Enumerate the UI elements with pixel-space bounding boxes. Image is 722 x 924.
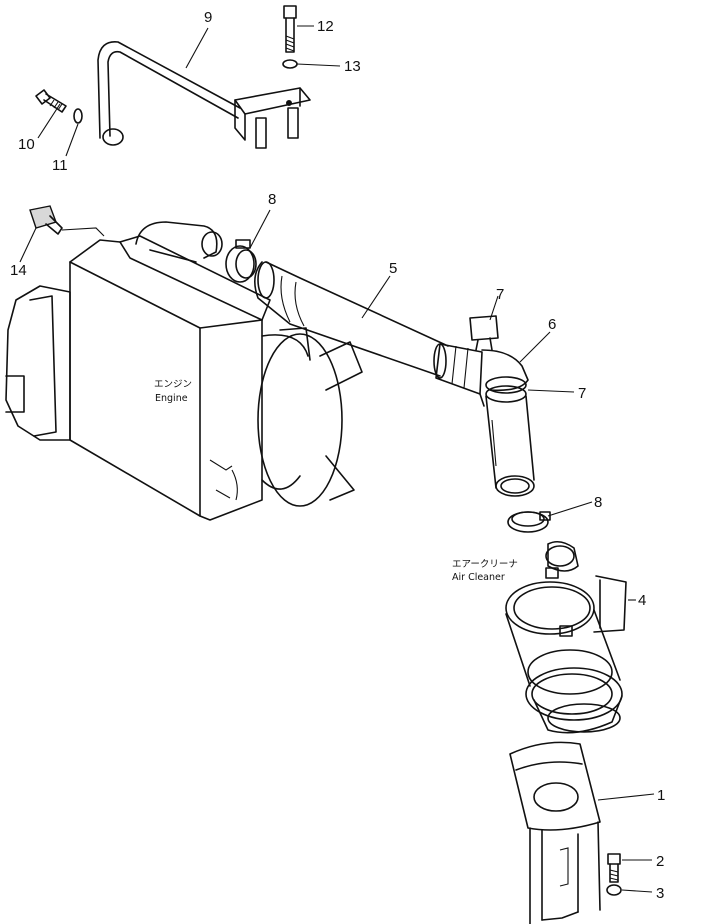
washer-small (73, 108, 83, 124)
air-cleaner-label-jp: エアークリーナ (452, 559, 518, 570)
callout-11: 11 (52, 157, 68, 174)
callout-13: 13 (344, 58, 361, 75)
callout-4: 4 (638, 592, 646, 609)
sensor (29, 205, 105, 237)
clamp-tab-upper (469, 315, 499, 351)
washer-bottom (606, 884, 622, 896)
engine-block (5, 221, 363, 521)
callout-2: 2 (656, 853, 664, 870)
bracket-bar (97, 41, 311, 149)
air-cleaner-label-en: Air Cleaner (452, 572, 505, 583)
callout-8-top: 8 (268, 191, 276, 208)
callout-7-right: 7 (578, 385, 586, 402)
leader-lines (19, 25, 655, 893)
air-cleaner (505, 540, 627, 734)
hose-clamp-lower (507, 511, 551, 533)
engine-label-jp: エンジン (154, 379, 192, 390)
intake-hose (254, 261, 483, 395)
callout-12: 12 (317, 18, 334, 35)
callout-3: 3 (656, 885, 664, 902)
hose-clamp-top (225, 239, 257, 283)
engine-label-en: Engine (155, 393, 188, 404)
lower-pipe (485, 385, 535, 497)
bolt-long (283, 5, 297, 53)
callout-6: 6 (548, 316, 556, 333)
callout-1: 1 (657, 787, 665, 804)
callout-8-lower: 8 (594, 494, 602, 511)
callout-14: 14 (10, 262, 27, 279)
washer-top (282, 59, 298, 69)
callout-5: 5 (389, 260, 397, 277)
air-cleaner-label: エアークリーナ Air Cleaner (452, 559, 518, 583)
callout-10: 10 (18, 136, 35, 153)
mounting-bracket (509, 741, 601, 924)
callout-9: 9 (204, 9, 212, 26)
bolt-small (35, 89, 67, 113)
elbow-pipe (479, 349, 529, 407)
engine-label: エンジン Engine (154, 379, 192, 404)
bolt-bottom (607, 853, 621, 883)
callout-7-top: 7 (496, 286, 504, 303)
